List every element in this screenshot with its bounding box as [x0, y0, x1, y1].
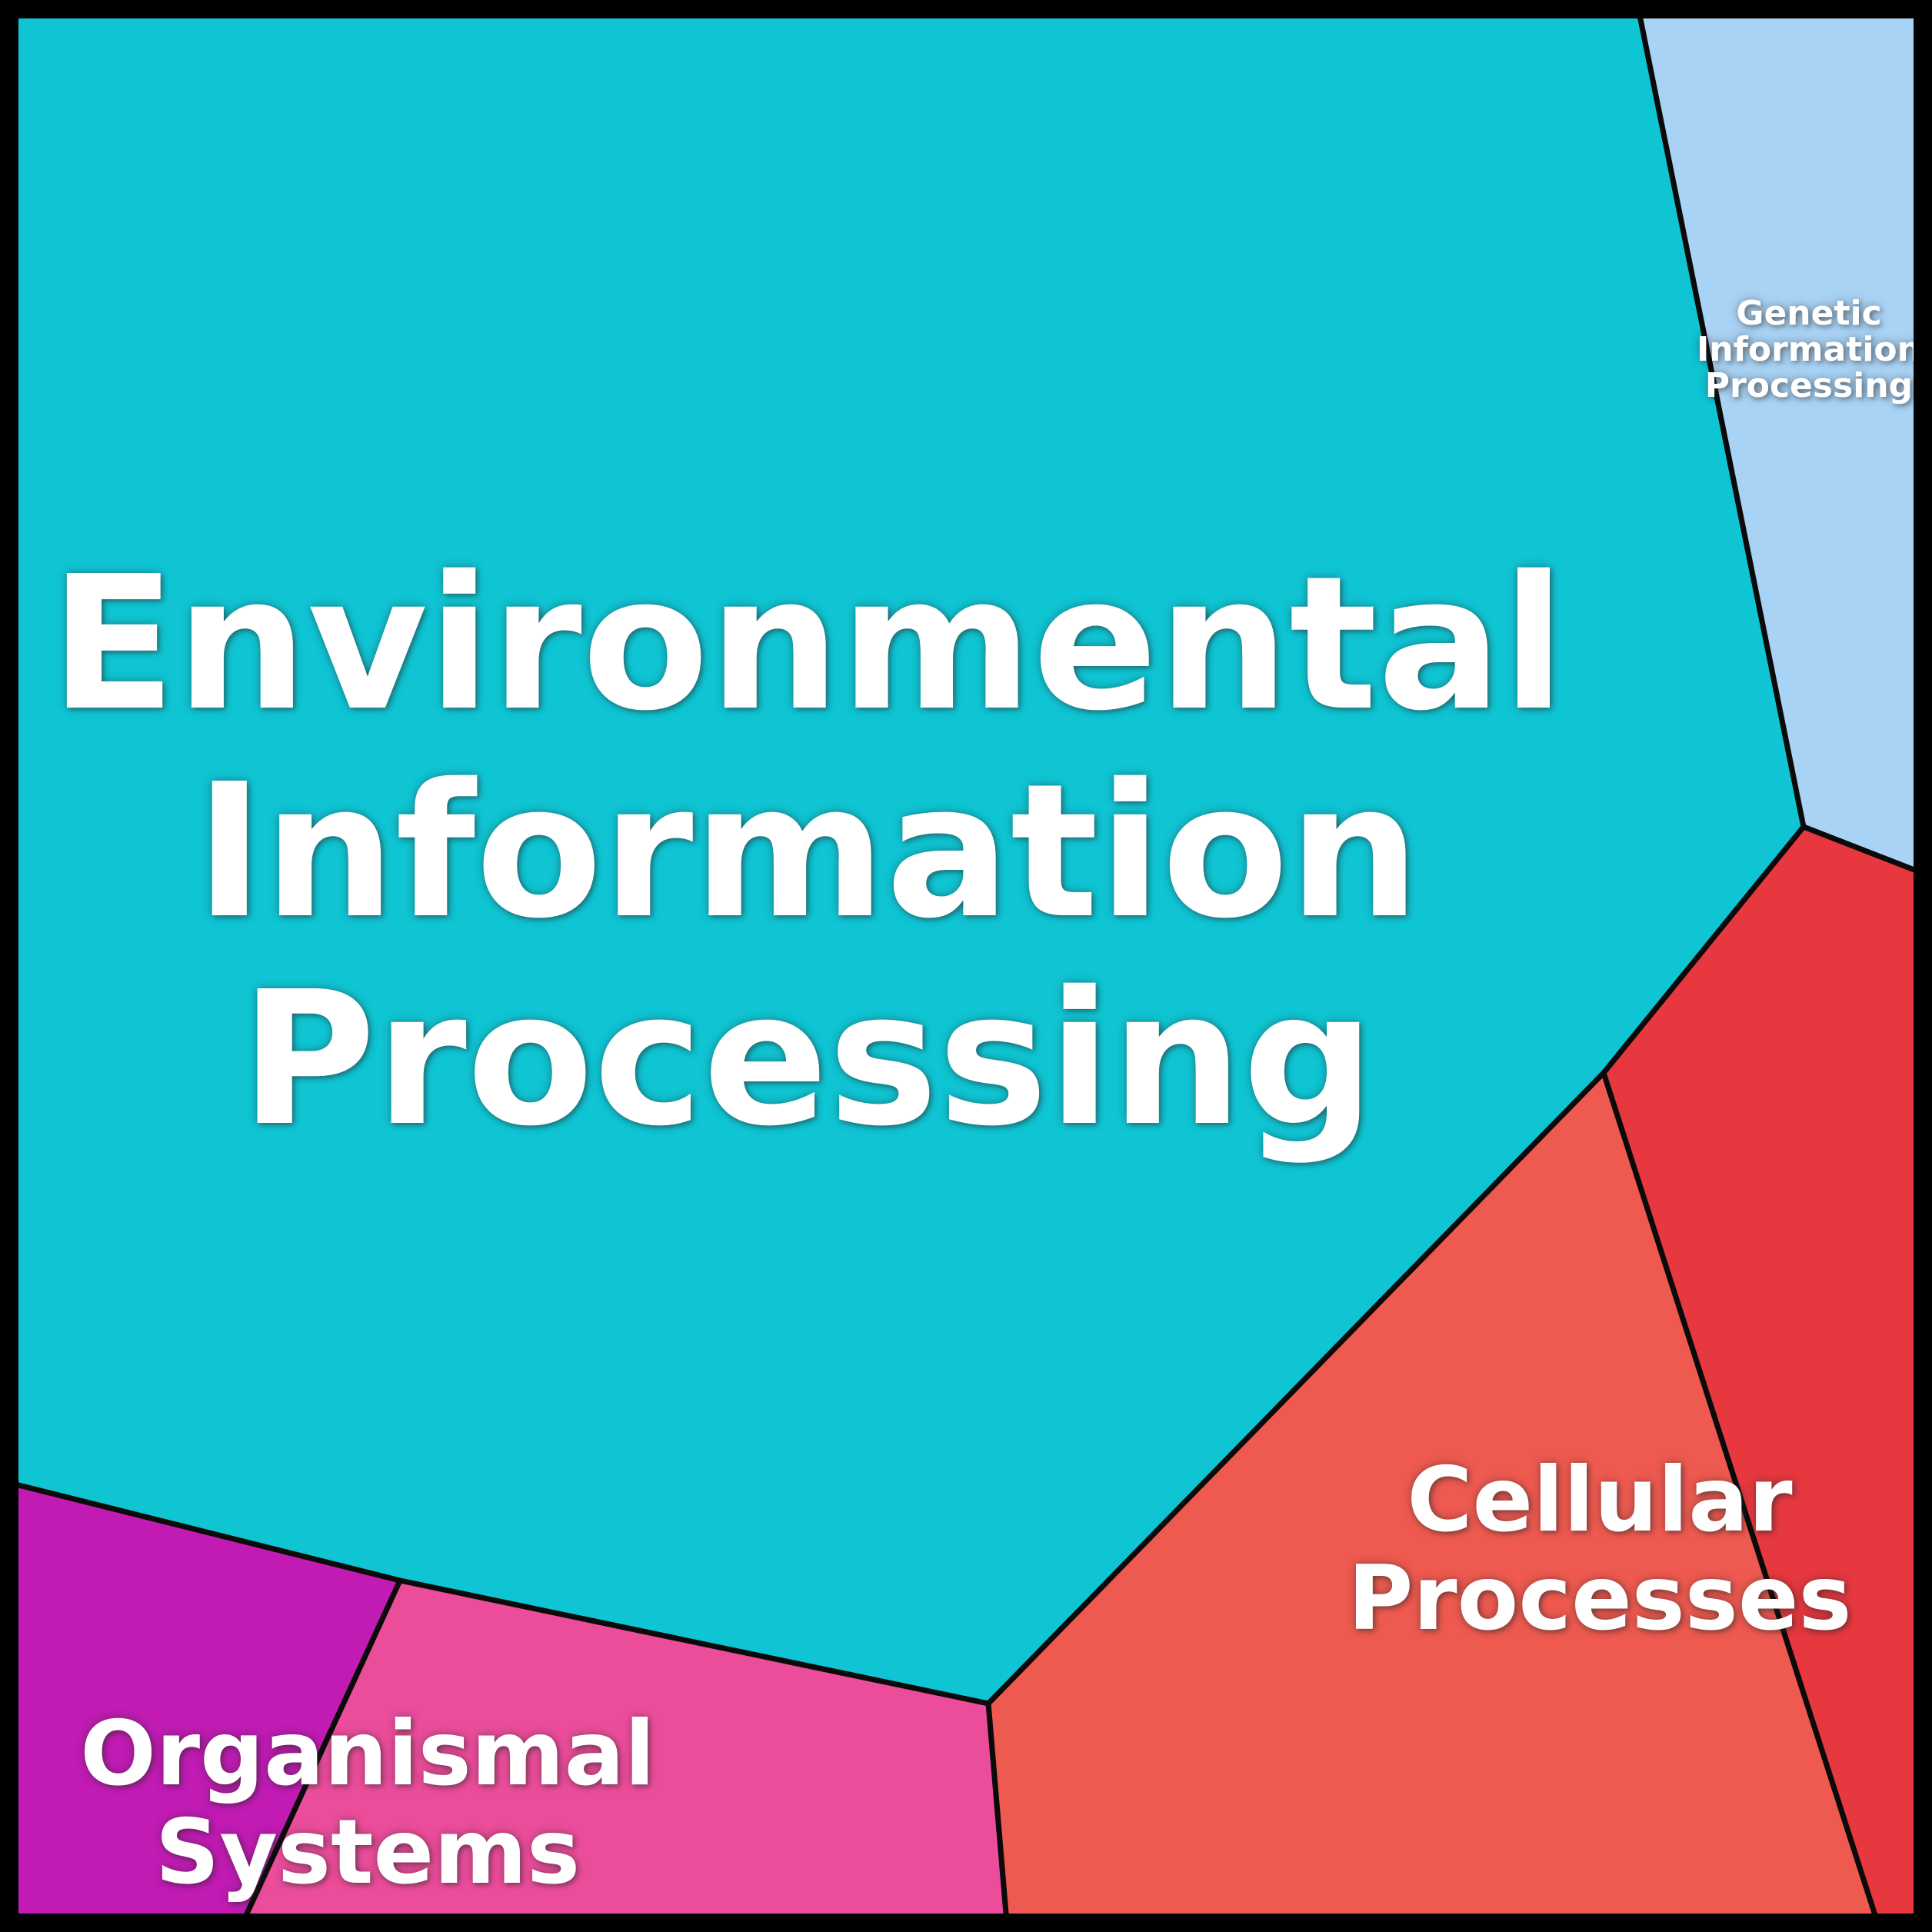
region-unlabeled-right-region — [1601, 823, 1932, 1932]
region-genetic-information-processing — [1634, 0, 1932, 880]
region-organismal-systems — [0, 1477, 404, 1932]
region-cellular-processes — [985, 1068, 1884, 1932]
